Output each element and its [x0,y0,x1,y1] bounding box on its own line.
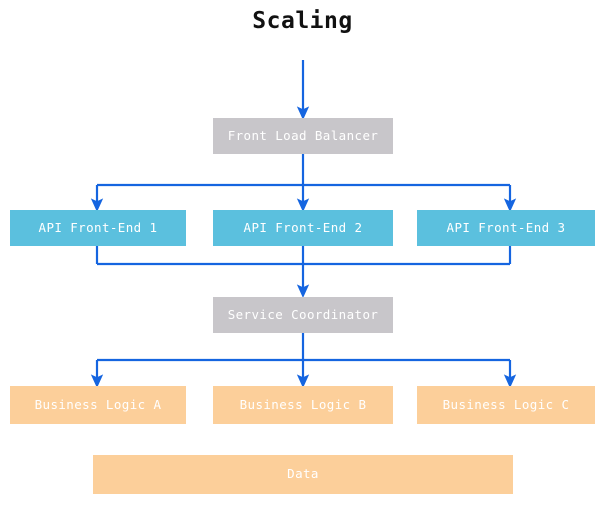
node-label: API Front-End 3 [446,219,566,235]
node-label: API Front-End 1 [38,219,158,235]
node-api-front-end-1[interactable]: API Front-End 1 [10,210,186,246]
node-business-logic-c[interactable]: Business Logic C [417,386,595,424]
page-title: Scaling [252,8,353,34]
node-business-logic-a[interactable]: Business Logic A [10,386,186,424]
node-label: Service Coordinator [227,306,379,322]
node-label: Front Load Balancer [227,127,379,143]
node-label: Business Logic C [442,396,570,412]
node-label: Business Logic B [239,396,367,412]
node-api-front-end-2[interactable]: API Front-End 2 [213,210,393,246]
node-business-logic-b[interactable]: Business Logic B [213,386,393,424]
node-front-load-balancer[interactable]: Front Load Balancer [213,118,393,154]
node-label: Data [287,466,319,482]
node-label: API Front-End 2 [243,219,363,235]
node-service-coordinator[interactable]: Service Coordinator [213,297,393,333]
node-label: Business Logic A [34,396,162,412]
node-data[interactable]: Data [93,455,513,494]
node-api-front-end-3[interactable]: API Front-End 3 [417,210,595,246]
